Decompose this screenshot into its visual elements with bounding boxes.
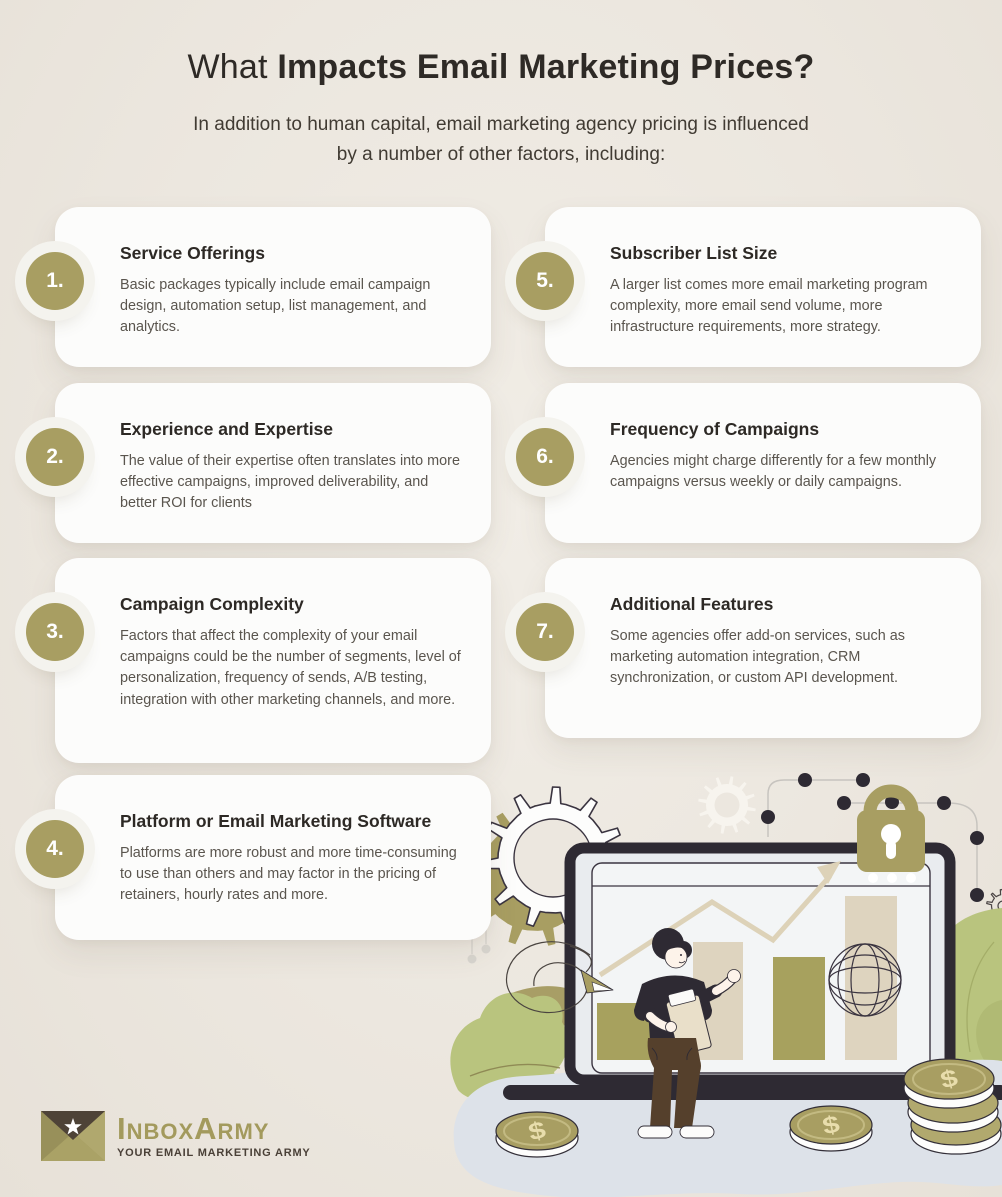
marketing-illustration: $ $ $	[450, 773, 1002, 1197]
number-badge: 5.	[516, 252, 574, 310]
person-illustration	[634, 928, 741, 1139]
lock-icon	[857, 784, 925, 872]
envelope-star-icon	[41, 1111, 105, 1161]
gear-icon-small	[698, 776, 756, 834]
badge-number: 3.	[46, 620, 64, 643]
globe-icon	[828, 943, 902, 1017]
card-title: Subscriber List Size	[610, 243, 778, 263]
coin-icon-center: $	[789, 1105, 873, 1152]
number-badge: 6.	[516, 428, 574, 486]
badge-number: 6.	[536, 445, 554, 468]
number-badge: 7.	[516, 603, 574, 661]
number-badge: 4.	[26, 820, 84, 878]
number-badge: 1.	[26, 252, 84, 310]
card-title: Platform or Email Marketing Software	[120, 811, 432, 831]
card-title: Experience and Expertise	[120, 419, 334, 439]
network-dots-icon	[761, 773, 984, 902]
card-body: The value of their expertise often trans…	[120, 453, 460, 512]
window-dots-icon	[868, 873, 916, 883]
brand-logo: InboxArmy YOUR EMAIL MARKETING ARMY	[40, 1110, 311, 1162]
card-title: Service Offerings	[120, 243, 265, 263]
card-body: Basic packages typically include email c…	[120, 277, 431, 336]
badge-number: 5.	[536, 269, 554, 292]
coin-icon-left: $	[495, 1111, 579, 1158]
coin-stack-icon: $	[903, 1058, 1002, 1155]
card-body: Agencies might charge differently for a …	[610, 453, 937, 491]
badge-number: 2.	[46, 445, 64, 468]
page-subtitle: In addition to human capital, email mark…	[0, 110, 1002, 170]
page-title: What Impacts Email Marketing Prices?	[0, 48, 1002, 87]
card-subscriber-list-size: 5. Subscriber List Size A larger list com…	[516, 207, 981, 367]
card-title: Frequency of Campaigns	[610, 419, 820, 439]
card-body: A larger list comes more email marketing…	[610, 277, 928, 336]
subtitle-line-1: In addition to human capital, email mark…	[193, 114, 809, 135]
card-title: Campaign Complexity	[120, 594, 304, 614]
mini-gear-icon	[986, 888, 1002, 922]
svg-text:$: $	[820, 1109, 842, 1139]
brand-name: InboxArmy	[117, 1110, 270, 1146]
badge-number: 1.	[46, 269, 64, 292]
page-title-bold: Impacts Email Marketing Prices?	[277, 48, 815, 86]
badge-number: 7.	[536, 620, 554, 643]
paper-plane-icon	[505, 941, 614, 1013]
page-title-regular: What	[187, 48, 278, 86]
card-title: Additional Features	[610, 594, 774, 614]
svg-text:$: $	[937, 1063, 960, 1094]
card-body: Some agencies offer add-on services, suc…	[610, 628, 905, 687]
plant-left-icon	[450, 986, 584, 1102]
number-badge: 3.	[26, 603, 84, 661]
number-badge: 2.	[26, 428, 84, 486]
badge-number: 4.	[46, 837, 64, 860]
brand-tagline: YOUR EMAIL MARKETING ARMY	[117, 1146, 311, 1159]
subtitle-line-2: by a number of other factors, including:	[336, 144, 666, 165]
svg-text:$: $	[525, 1115, 548, 1146]
card-body: Factors that affect the complexity of yo…	[120, 628, 461, 708]
card-body: Platforms are more robust and more time-…	[120, 845, 457, 904]
